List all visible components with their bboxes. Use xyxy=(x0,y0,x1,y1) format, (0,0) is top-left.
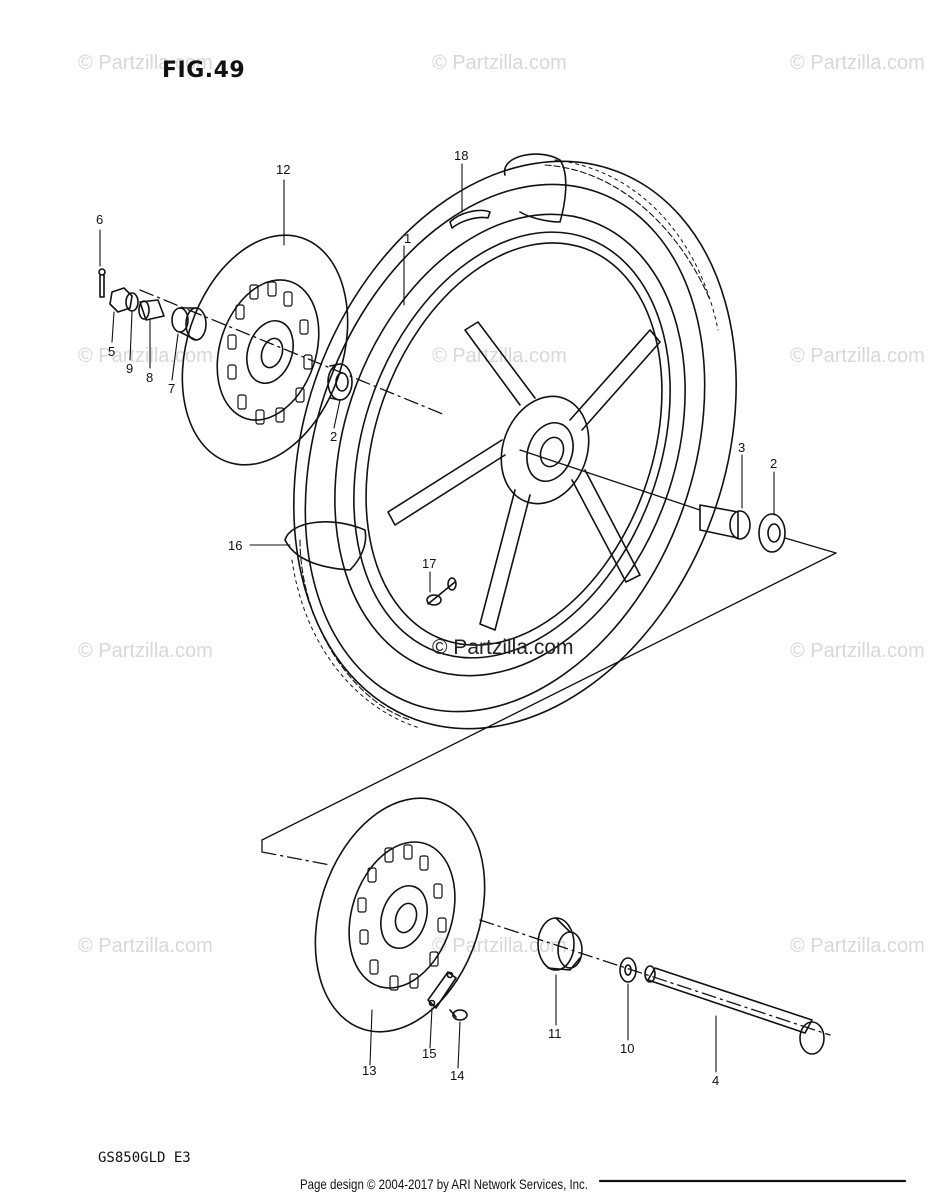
valve-stem xyxy=(426,577,457,606)
wheel-spokes xyxy=(387,321,661,631)
callout-13: 13 xyxy=(362,1063,376,1078)
callout-16: 16 xyxy=(228,538,242,553)
callout-leaders xyxy=(99,163,775,1073)
callout-11: 11 xyxy=(548,1026,562,1041)
hub-bore xyxy=(539,436,565,468)
disc-bolt-and-lock-plate xyxy=(427,971,468,1021)
rim-inner xyxy=(353,231,671,659)
axle-and-washer xyxy=(619,957,825,1055)
callout-12: 12 xyxy=(276,162,290,177)
left-axle-parts xyxy=(98,268,207,341)
watermark: © Partzilla.com xyxy=(78,640,213,662)
callout-1: 1 xyxy=(404,231,411,246)
watermark: © Partzilla.com xyxy=(78,935,213,957)
callout-15: 15 xyxy=(422,1046,436,1061)
watermark: © Partzilla.com xyxy=(790,52,925,74)
watermark: © Partzilla.com xyxy=(78,52,213,74)
watermark: © Partzilla.com xyxy=(790,935,925,957)
callout-labels: 1 2 2 3 4 5 6 7 8 9 10 11 12 13 14 15 16… xyxy=(96,148,777,1088)
hub-inner xyxy=(526,422,574,482)
callout-9: 9 xyxy=(126,361,133,376)
rim-lip xyxy=(365,242,663,646)
callout-7: 7 xyxy=(168,381,175,396)
hub-outer xyxy=(500,395,590,505)
model-code: GS850GLD E3 xyxy=(98,1150,191,1166)
callout-5: 5 xyxy=(108,344,115,359)
center-watermark: © Partzilla.com xyxy=(432,636,574,659)
callout-14: 14 xyxy=(450,1068,464,1083)
watermark: © Partzilla.com xyxy=(790,345,925,367)
callout-2: 2 xyxy=(330,429,337,444)
tire-cutaway-bottom xyxy=(284,521,367,571)
watermark: © Partzilla.com xyxy=(432,345,567,367)
rim-outer xyxy=(334,213,686,677)
balancer-weight xyxy=(449,209,491,229)
brake-disc-left xyxy=(181,234,349,466)
footer-copyright: Page design © 2004-2017 by ARI Network S… xyxy=(300,1176,588,1192)
brake-disc-right xyxy=(314,797,486,1033)
watermark: © Partzilla.com xyxy=(78,345,213,367)
figure-title: FIG.49 xyxy=(162,58,246,83)
tire-outer-edge xyxy=(293,160,737,730)
speedometer-gearbox xyxy=(537,917,583,971)
watermark: © Partzilla.com xyxy=(432,52,567,74)
callout-4: 4 xyxy=(712,1073,719,1088)
tire-tread xyxy=(299,164,711,721)
axis-lines xyxy=(139,289,837,1036)
callout-10: 10 xyxy=(620,1041,634,1056)
callout-3: 3 xyxy=(738,440,745,455)
callout-18: 18 xyxy=(454,148,468,163)
right-axle-parts xyxy=(699,504,786,553)
tire-inner-edge xyxy=(304,183,706,713)
callout-8: 8 xyxy=(146,370,153,385)
watermark: © Partzilla.com xyxy=(432,935,567,957)
callout-17: 17 xyxy=(422,556,436,571)
callout-2: 2 xyxy=(770,456,777,471)
callout-6: 6 xyxy=(96,212,103,227)
watermark: © Partzilla.com xyxy=(790,640,925,662)
front-wheel-assembly xyxy=(284,153,737,730)
tire-cutaway-top xyxy=(503,153,567,223)
